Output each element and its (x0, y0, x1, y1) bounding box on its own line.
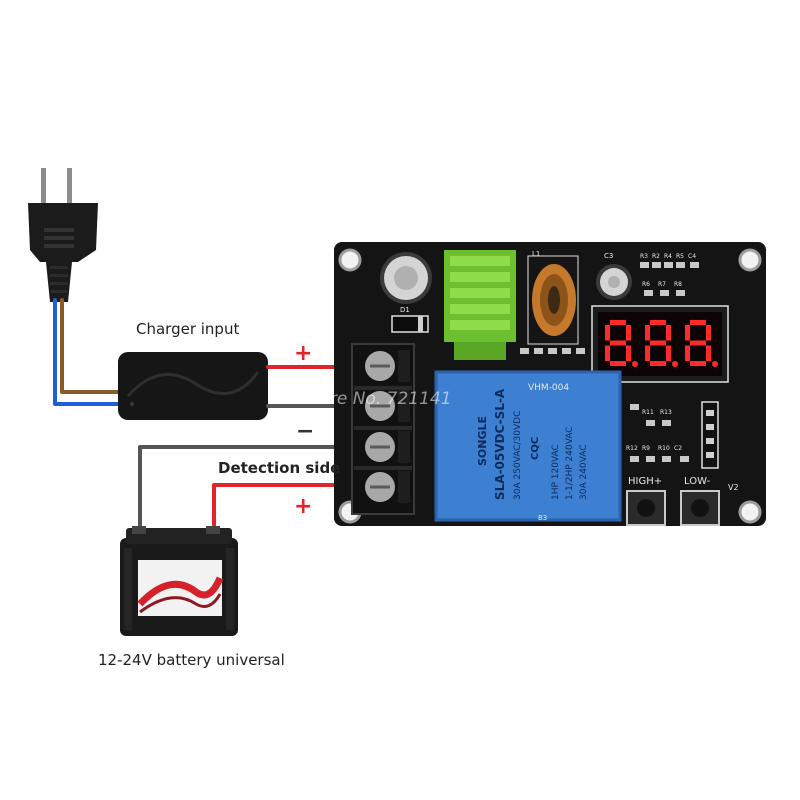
detection-side-label: Detection side (218, 459, 341, 477)
terminal-block (351, 343, 415, 515)
segment-3-e (685, 345, 690, 361)
low-button[interactable] (680, 490, 720, 526)
silk-label-r5: R5 (676, 253, 684, 260)
minus-sign-charger: − (296, 419, 315, 444)
silk-label-r12: R12 (626, 445, 638, 452)
battery-wires (138, 445, 374, 537)
segment-2-c (666, 345, 671, 361)
silk-l1: L1 (532, 250, 540, 258)
segment-3-dp (712, 361, 718, 367)
segment-1-b (626, 325, 631, 341)
silk-button-high: HIGH+ (628, 476, 662, 487)
segment-1-g (610, 340, 626, 346)
relay-labels: SONGLE SLA-05VDC-SL-A 30A 250VAC/30VDC C… (476, 388, 589, 500)
relay-rating-4: 30A 240VAC (579, 444, 589, 500)
silk-label-r10: R10 (658, 445, 670, 452)
segment-2-b (666, 325, 671, 341)
relay (434, 370, 622, 522)
segment-1-e (605, 345, 610, 361)
silk-label-r3: R3 (640, 253, 648, 260)
silk-label-r8: R8 (674, 281, 682, 288)
silk-label-r2: R2 (652, 253, 660, 260)
high-button[interactable] (626, 490, 666, 526)
segment-3-a (690, 320, 706, 325)
silk-label-r6: R6 (642, 281, 650, 288)
silk-model: VHM-004 (528, 383, 569, 393)
segment-2-f (645, 325, 650, 341)
mains-wires (53, 298, 124, 406)
power-plug (28, 168, 98, 302)
silk-label-c4: C4 (688, 253, 696, 260)
silk-label-r11: R11 (642, 409, 654, 416)
seven-segment-display (605, 320, 718, 367)
battery (120, 526, 238, 636)
segment-3-d (690, 361, 706, 366)
segment-1-f (605, 325, 610, 341)
pcb-board (334, 242, 766, 526)
relay-rating-2: 1HP 120VAC (551, 444, 561, 500)
relay-brand: SONGLE (476, 416, 489, 466)
silk-b3: B3 (538, 514, 547, 522)
watermark: Store No. 721141 (302, 389, 452, 409)
segment-2-g (650, 340, 666, 346)
silk-label-r13: R13 (660, 409, 672, 416)
silk-label-r7: R7 (658, 281, 666, 288)
plus-sign-battery: + (294, 494, 313, 519)
charger-input-label: Charger input (136, 320, 240, 338)
silk-label-c2: C2 (674, 445, 682, 452)
segment-1-c (626, 345, 631, 361)
segment-3-g (690, 340, 706, 346)
relay-model: SLA-05VDC-SL-A (493, 388, 507, 500)
silk-c3: C3 (604, 252, 613, 260)
plus-sign-charger: + (294, 341, 313, 366)
segment-2-a (650, 320, 666, 325)
segment-1-dp (632, 361, 638, 367)
relay-rating-3: 1-1/2HP 240VAC (565, 426, 575, 500)
segment-2-d (650, 361, 666, 366)
segment-2-dp (672, 361, 678, 367)
charger-box (118, 352, 268, 420)
segment-2-e (645, 345, 650, 361)
relay-rating-1: 30A 250VAC/30VDC (513, 411, 523, 500)
segment-1-a (610, 320, 626, 325)
silk-button-low: LOW- (684, 476, 711, 487)
segment-3-b (706, 325, 711, 341)
segment-1-d (610, 361, 626, 366)
silk-v2: V2 (728, 483, 739, 492)
segment-3-c (706, 345, 711, 361)
silk-label-r9: R9 (642, 445, 650, 452)
battery-label: 12-24V battery universal (98, 651, 285, 669)
silk-d1: D1 (400, 306, 410, 314)
silk-label-r4: R4 (664, 253, 672, 260)
relay-cert: CQC (530, 437, 541, 460)
segment-3-f (685, 325, 690, 341)
